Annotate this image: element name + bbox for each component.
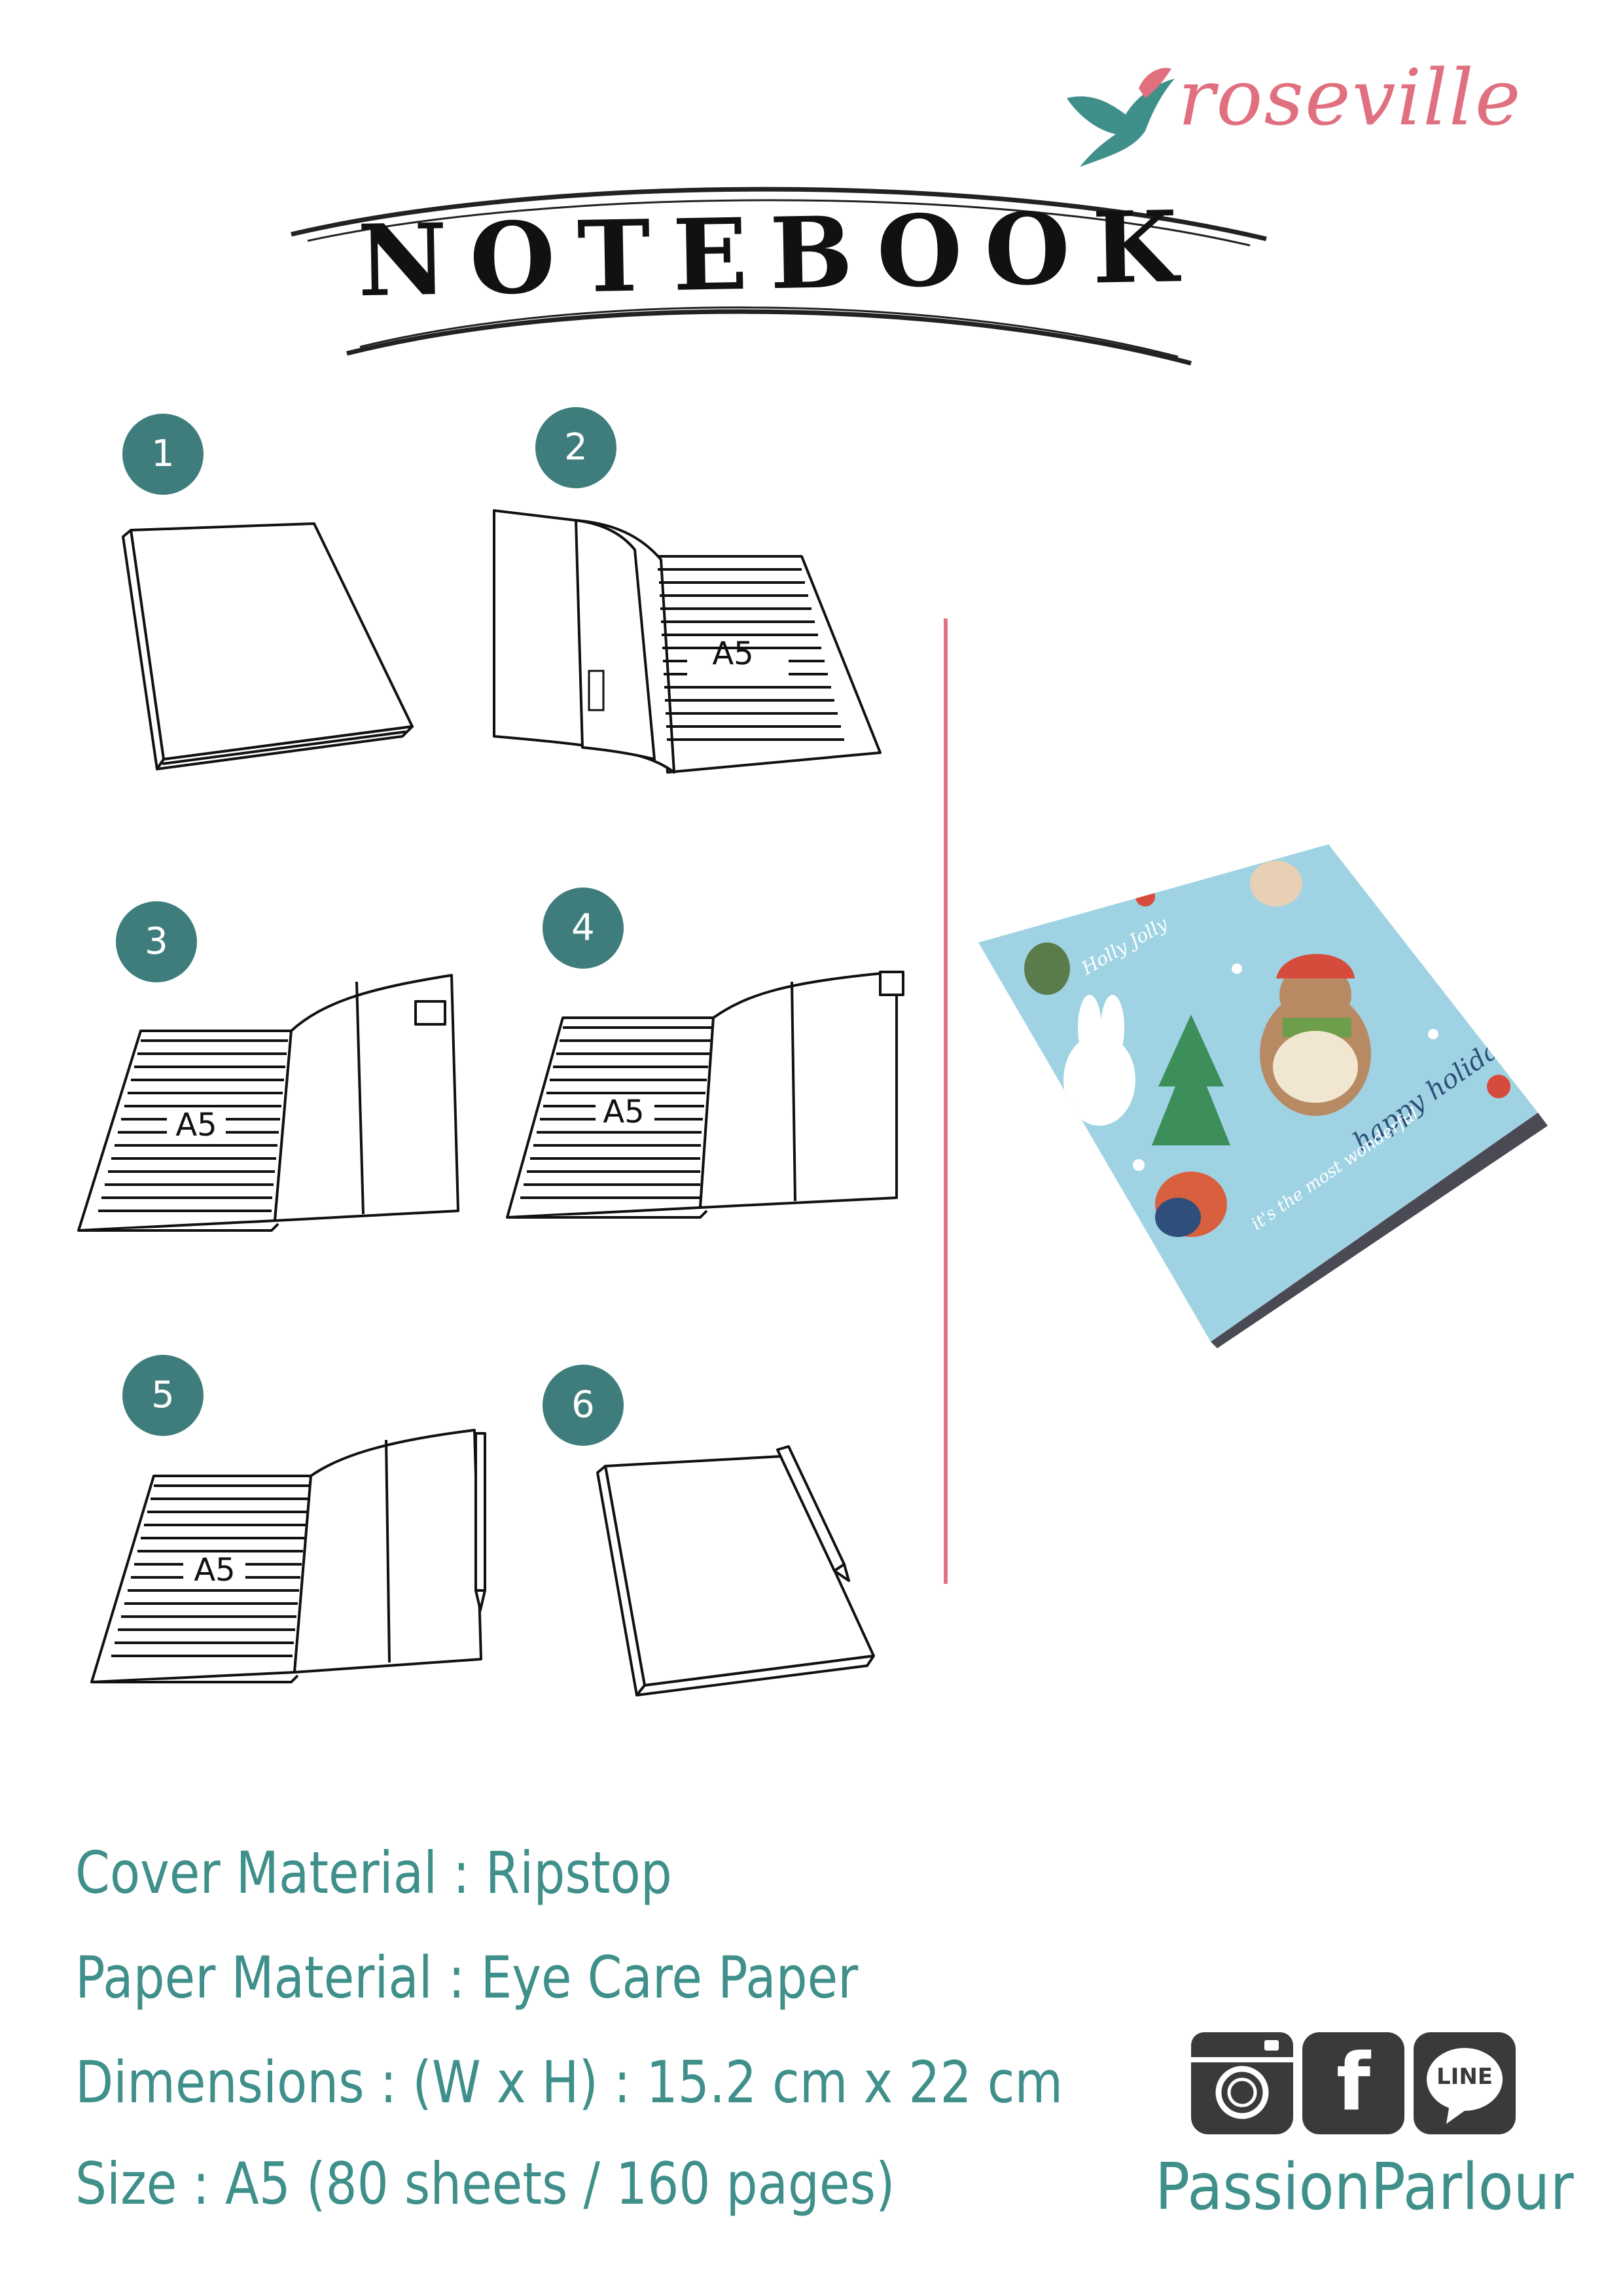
- step-3-page-label: A5: [175, 1107, 217, 1143]
- spec-dimensions: Dimensions : (W x H) : 15.2 cm x 22 cm: [75, 2049, 1063, 2116]
- facebook-glyph: f: [1336, 2037, 1371, 2128]
- step-5-illustration: A5: [90, 1429, 486, 1683]
- product-photo: happy holidays Holly Jolly it's the most…: [978, 844, 1548, 1348]
- step-5-page-label: A5: [194, 1552, 235, 1588]
- social-icons: f LINE: [1191, 2032, 1518, 2137]
- line-icon: LINE: [1414, 2032, 1516, 2134]
- step-3-illustration: A5: [77, 974, 459, 1232]
- step-4-illustration: A5: [506, 971, 904, 1219]
- social-handle: PassionParlour: [1155, 2150, 1574, 2225]
- facebook-icon: f: [1302, 2032, 1404, 2134]
- spec-paper-material: Paper Material : Eye Care Paper: [75, 1944, 859, 2011]
- step-badge-3: 3: [116, 901, 197, 982]
- step-badge-5: 5: [122, 1355, 204, 1436]
- step-6-illustration: [596, 1445, 875, 1696]
- brand-name: roseville: [1178, 52, 1522, 143]
- bird-icon: [1067, 67, 1175, 167]
- spec-cover-material: Cover Material : Ripstop: [75, 1839, 672, 1907]
- spec-size: Size : A5 (80 sheets / 160 pages): [75, 2150, 895, 2217]
- line-label: LINE: [1436, 2064, 1493, 2090]
- step-2-page-label: A5: [712, 636, 753, 672]
- banner-swoosh: [291, 187, 1267, 366]
- brand-logo: roseville: [1054, 46, 1521, 177]
- step-2-illustration: A5: [493, 509, 882, 774]
- instagram-icon: [1191, 2032, 1293, 2134]
- step-badge-4: 4: [543, 888, 624, 969]
- step-badge-2: 2: [535, 407, 616, 488]
- step-1-illustration: [122, 522, 414, 770]
- page-title: NOTEBOOK: [357, 188, 1201, 319]
- step-badge-6: 6: [543, 1365, 624, 1446]
- step-4-page-label: A5: [603, 1094, 644, 1130]
- section-divider: [944, 619, 948, 1584]
- step-badge-1: 1: [122, 414, 204, 495]
- title-banner: NOTEBOOK: [288, 157, 1270, 373]
